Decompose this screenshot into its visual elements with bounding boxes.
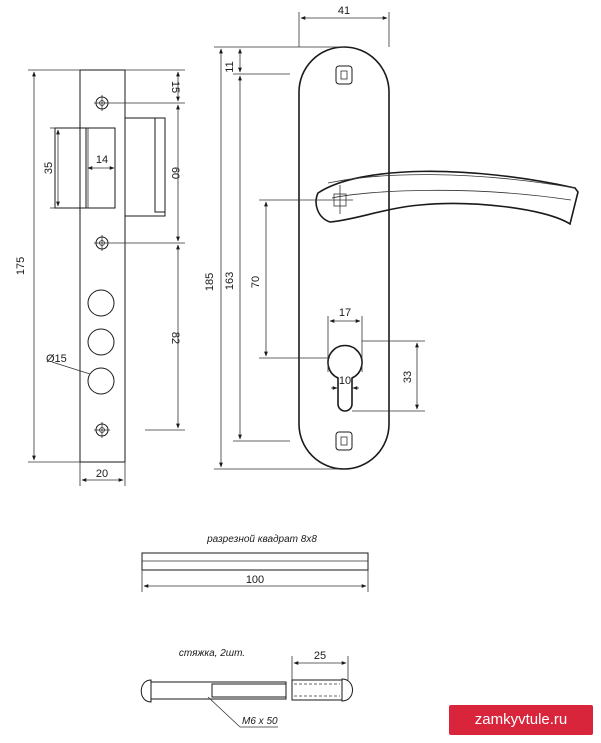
tie-length-label: 25 — [314, 650, 326, 662]
bolt-offset-label: 14 — [96, 154, 108, 166]
faceplate — [79, 69, 126, 463]
hole-2 — [87, 328, 115, 356]
handle-to-key-label: 70 — [250, 276, 262, 288]
hole-3 — [87, 367, 115, 395]
top-offset-label: 11 — [224, 61, 236, 72]
screw-top-label: 15 — [169, 81, 181, 93]
latch-bolt — [54, 127, 116, 209]
bottom-screw-icon — [94, 422, 110, 438]
tie-thread-label: M6 x 50 — [242, 716, 278, 727]
key-width-label: 17 — [339, 307, 351, 319]
plate-height-label: 185 — [204, 273, 216, 291]
lock-dimensions: 175 35 14 15 60 82 20 Ø15 — [15, 69, 185, 486]
lock-height-label: 175 — [15, 257, 27, 275]
plate-top-screw-icon — [335, 65, 353, 85]
faceplate-width-label: 20 — [96, 468, 108, 480]
key-slot-label: 10 — [339, 375, 351, 387]
tie-caption: стяжка, 2шт. — [179, 648, 245, 659]
spindle: разрезной квадрат 8х8 100 — [141, 534, 369, 592]
mid-screw-icon — [94, 235, 110, 251]
escutcheon-plate — [298, 46, 390, 470]
plate-bottom-screw-icon — [335, 431, 353, 451]
site-watermark: zamkyvtule.ru — [449, 705, 593, 735]
lower-spacing-label: 82 — [169, 332, 181, 344]
screw-spacing-label: 60 — [169, 167, 181, 179]
lever-handle-icon — [315, 170, 579, 226]
handle-dimensions: 41 11 185 163 70 17 10 33 — [204, 5, 425, 470]
tie-bolts: стяжка, 2шт. M6 x 50 25 — [140, 648, 353, 728]
hole-diameter-label: Ø15 — [46, 353, 67, 365]
bolt-height-label: 35 — [43, 162, 55, 174]
plate-width-label: 41 — [338, 5, 350, 17]
lock-body — [51, 69, 166, 463]
spindle-caption: разрезной квадрат 8х8 — [206, 534, 317, 545]
hole-1 — [87, 289, 115, 317]
key-height-label: 33 — [402, 371, 414, 383]
handle-to-bottom-label: 163 — [224, 272, 236, 290]
top-screw-icon — [94, 95, 110, 111]
spindle-length-label: 100 — [246, 574, 264, 586]
handle-plate — [298, 46, 579, 470]
